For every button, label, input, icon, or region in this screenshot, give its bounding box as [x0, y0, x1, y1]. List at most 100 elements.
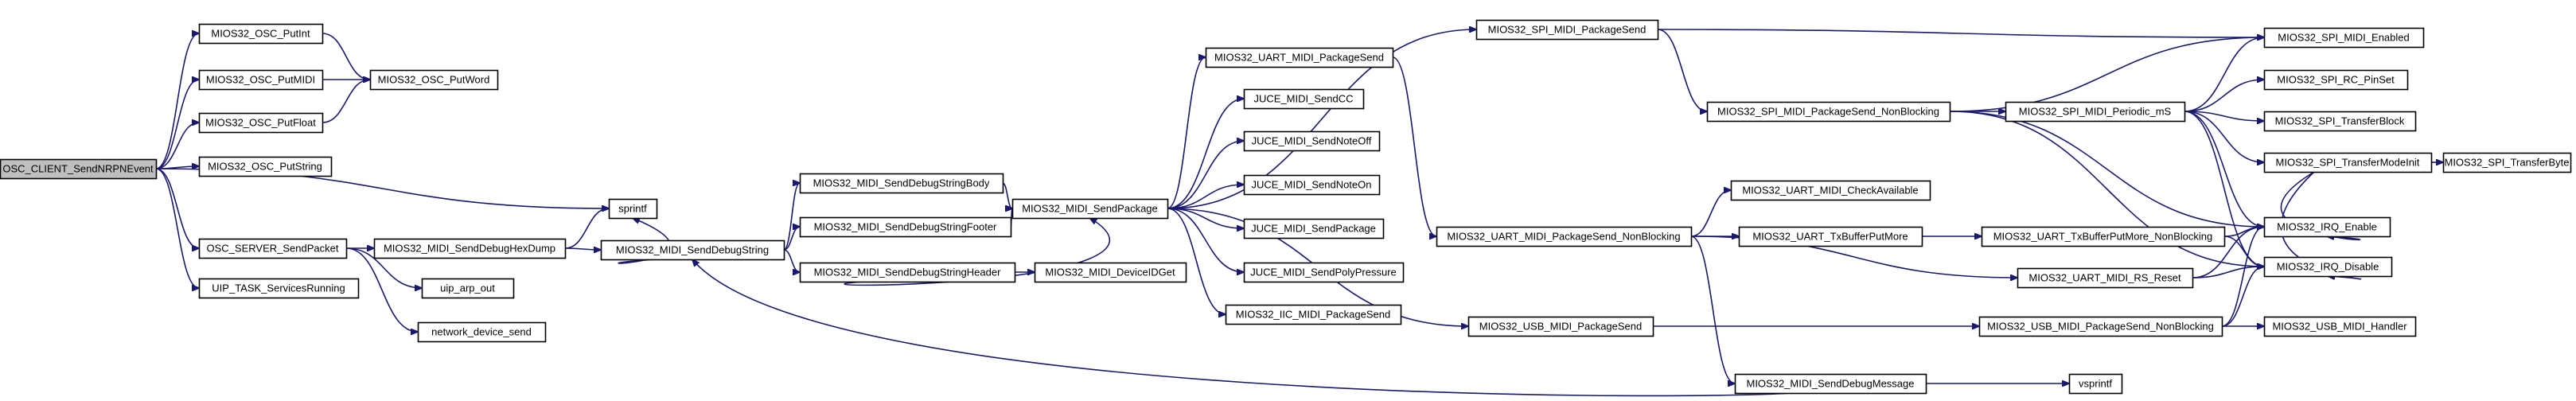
edge-osc-client-sendnrpnevent-to-uip-task-servicesrunning: [155, 168, 199, 288]
node-box: [799, 262, 1016, 283]
node-label: vsprintf: [2079, 378, 2112, 390]
node-label: UIP_TASK_ServicesRunning: [212, 282, 345, 294]
node-mios32-midi-deviceidget[interactable]: MIOS32_MIDI_DeviceIDGet: [1034, 262, 1187, 283]
node-mios32-spi-midi-packagesend-nonblocking[interactable]: MIOS32_SPI_MIDI_PackageSend_NonBlocking: [1706, 101, 1951, 123]
node-juce-midi-sendnoteon[interactable]: JUCE_MIDI_SendNoteOn: [1243, 174, 1381, 196]
edge-mios32-uart-txbufferputmore-nonblocking-to-mios32-irq-disable: [2223, 236, 2264, 267]
node-label: MIOS32_SPI_MIDI_PackageSend_NonBlocking: [1717, 106, 1939, 118]
node-mios32-uart-txbufferputmore[interactable]: MIOS32_UART_TxBufferPutMore: [1738, 226, 1923, 247]
node-box: [2263, 256, 2393, 278]
edge-osc-server-sendpacket-to-uip-arp-out: [345, 247, 422, 288]
node-mios32-osc-putword[interactable]: MIOS32_OSC_PutWord: [369, 69, 499, 91]
edge-mios32-usb-midi-packagesend-nonblocking-to-mios32-irq-disable: [2221, 267, 2264, 327]
node-juce-midi-sendpackage[interactable]: JUCE_MIDI_SendPackage: [1243, 218, 1385, 239]
node-box: [373, 238, 567, 259]
edge-mios32-midi-senddebugstring-to-mios32-midi-senddebugstringheader: [783, 249, 800, 272]
node-label: MIOS32_OSC_PutWord: [378, 74, 490, 86]
node-box: [1243, 130, 1381, 152]
node-label: MIOS32_MIDI_DeviceIDGet: [1045, 267, 1175, 278]
node-mios32-uart-midi-checkavailable[interactable]: MIOS32_UART_MIDI_CheckAvailable: [1730, 180, 1931, 201]
node-layer: OSC_CLIENT_SendNRPNEvent MIOS32_OSC_PutIn…: [0, 19, 2572, 395]
node-mios32-spi-transfermodeinit[interactable]: MIOS32_SPI_TransferModeInit: [2263, 152, 2433, 173]
edge-mios32-midi-sendpackage-to-mios32-iic-midi-packagesend: [1167, 208, 1226, 314]
node-mios32-irq-disable[interactable]: MIOS32_IRQ_Disable: [2263, 256, 2393, 278]
node-box: [198, 238, 348, 259]
node-mios32-midi-senddebugstring[interactable]: MIOS32_MIDI_SendDebugString: [600, 239, 785, 261]
node-vsprintf[interactable]: vsprintf: [2068, 373, 2123, 395]
node-box: [369, 69, 499, 91]
node-mios32-osc-putint[interactable]: MIOS32_OSC_PutInt: [198, 23, 324, 45]
node-osc-server-sendpacket[interactable]: OSC_SERVER_SendPacket: [198, 238, 348, 259]
node-box: [198, 278, 360, 299]
node-box: [2263, 69, 2409, 91]
node-box: [1978, 316, 2223, 337]
node-box: [2263, 152, 2433, 173]
node-box: [608, 198, 658, 220]
edge-mios32-osc-putint-to-mios32-osc-putword: [322, 33, 370, 80]
node-label: JUCE_MIDI_SendPackage: [1251, 223, 1376, 235]
node-label: MIOS32_OSC_PutString: [208, 161, 322, 173]
node-box: [198, 23, 324, 45]
node-mios32-spi-transferbyte[interactable]: MIOS32_SPI_TransferByte: [2442, 152, 2572, 173]
node-box: [198, 156, 333, 177]
edge-mios32-midi-sendpackage-to-mios32-spi-midi-packagesend: [1167, 29, 1476, 209]
node-mios32-osc-putfloat[interactable]: MIOS32_OSC_PutFloat: [198, 112, 324, 134]
node-mios32-uart-midi-rs-reset[interactable]: MIOS32_UART_MIDI_RS_Reset: [2017, 267, 2194, 289]
edge-mios32-midi-senddebugstring-to-mios32-midi-senddebugstringfooter: [783, 227, 800, 251]
node-osc-client-sendnrpnevent[interactable]: OSC_CLIENT_SendNRPNEvent: [0, 158, 158, 180]
node-mios32-midi-senddebugstringbody[interactable]: MIOS32_MIDI_SendDebugStringBody: [799, 173, 1004, 194]
node-label: network_device_send: [431, 326, 532, 338]
node-box: [1467, 316, 1654, 337]
node-mios32-midi-senddebugstringfooter[interactable]: MIOS32_MIDI_SendDebugStringFooter: [799, 216, 1012, 238]
node-mios32-spi-rc-pinset[interactable]: MIOS32_SPI_RC_PinSet: [2263, 69, 2409, 91]
node-mios32-usb-midi-packagesend-nonblocking[interactable]: MIOS32_USB_MIDI_PackageSend_NonBlocking: [1978, 316, 2223, 337]
node-uip-task-servicesrunning[interactable]: UIP_TASK_ServicesRunning: [198, 278, 360, 299]
node-mios32-uart-midi-packagesend[interactable]: MIOS32_UART_MIDI_PackageSend: [1205, 47, 1394, 68]
node-box: [198, 112, 324, 134]
node-mios32-midi-sendpackage[interactable]: MIOS32_MIDI_SendPackage: [1011, 198, 1169, 220]
edge-mios32-midi-sendpackage-to-mios32-uart-midi-packagesend: [1167, 57, 1206, 209]
node-juce-midi-sendcc[interactable]: JUCE_MIDI_SendCC: [1243, 88, 1365, 110]
node-juce-midi-sendnoteoff[interactable]: JUCE_MIDI_SendNoteOff: [1243, 130, 1381, 152]
node-mios32-osc-putstring[interactable]: MIOS32_OSC_PutString: [198, 156, 333, 177]
node-box: [600, 239, 785, 261]
node-mios32-midi-senddebughexdump[interactable]: MIOS32_MIDI_SendDebugHexDump: [373, 238, 567, 259]
node-label: MIOS32_SPI_MIDI_Periodic_mS: [2019, 106, 2172, 118]
node-mios32-uart-midi-packagesend-nonblocking[interactable]: MIOS32_UART_MIDI_PackageSend_NonBlocking: [1436, 226, 1693, 247]
node-label: MIOS32_SPI_TransferModeInit: [2276, 157, 2420, 169]
node-mios32-midi-senddebugmessage[interactable]: MIOS32_MIDI_SendDebugMessage: [1734, 373, 1927, 395]
node-mios32-irq-enable[interactable]: MIOS32_IRQ_Enable: [2263, 216, 2391, 238]
edge-mios32-midi-senddebugstringbody-to-mios32-midi-sendpackage: [1002, 182, 1012, 208]
node-box: [2017, 267, 2194, 289]
edge-mios32-midi-senddebughexdump-to-mios32-midi-senddebugstring: [564, 248, 601, 250]
node-uip-arp-out[interactable]: uip_arp_out: [421, 278, 515, 299]
edge-mios32-uart-txbufferputmore-nonblocking-to-mios32-irq-enable: [2223, 227, 2264, 237]
edge-mios32-spi-midi-periodic-ms-to-mios32-spi-transferblock: [2184, 111, 2264, 121]
node-mios32-usb-midi-handler[interactable]: MIOS32_USB_MIDI_Handler: [2263, 316, 2417, 337]
edge-mios32-spi-midi-periodic-ms-to-mios32-spi-transfermodeinit: [2184, 111, 2264, 162]
node-mios32-spi-midi-enabled[interactable]: MIOS32_SPI_MIDI_Enabled: [2263, 27, 2425, 49]
node-label: sprintf: [618, 203, 647, 215]
node-box: [2263, 27, 2425, 49]
edge-mios32-uart-midi-rs-reset-to-mios32-irq-enable: [2192, 227, 2264, 278]
node-label: MIOS32_UART_TxBufferPutMore: [1752, 231, 1908, 243]
edge-layer: [155, 29, 2443, 397]
node-label: MIOS32_OSC_PutMIDI: [206, 74, 315, 86]
node-box: [1243, 88, 1365, 110]
node-label: JUCE_MIDI_SendNoteOn: [1251, 179, 1371, 191]
node-box: [1706, 101, 1951, 123]
node-juce-midi-sendpolypressure[interactable]: JUCE_MIDI_SendPolyPressure: [1243, 262, 1405, 283]
node-mios32-usb-midi-packagesend[interactable]: MIOS32_USB_MIDI_PackageSend: [1467, 316, 1654, 337]
node-box: [2005, 101, 2186, 123]
node-mios32-spi-midi-periodic-ms[interactable]: MIOS32_SPI_MIDI_Periodic_mS: [2005, 101, 2186, 123]
node-network-device-send[interactable]: network_device_send: [417, 321, 547, 343]
node-mios32-spi-transferblock[interactable]: MIOS32_SPI_TransferBlock: [2263, 111, 2417, 132]
node-mios32-uart-txbufferputmore-nonblocking[interactable]: MIOS32_UART_TxBufferPutMore_NonBlocking: [1981, 226, 2226, 247]
node-mios32-iic-midi-packagesend[interactable]: MIOS32_IIC_MIDI_PackageSend: [1225, 304, 1402, 325]
node-mios32-midi-senddebugstringheader[interactable]: MIOS32_MIDI_SendDebugStringHeader: [799, 262, 1016, 283]
node-label: MIOS32_IIC_MIDI_PackageSend: [1236, 309, 1390, 321]
node-box: [799, 216, 1012, 238]
node-sprintf[interactable]: sprintf: [608, 198, 658, 220]
node-mios32-spi-midi-packagesend[interactable]: MIOS32_SPI_MIDI_PackageSend: [1475, 19, 1659, 41]
node-mios32-osc-putmidi[interactable]: MIOS32_OSC_PutMIDI: [198, 69, 324, 91]
